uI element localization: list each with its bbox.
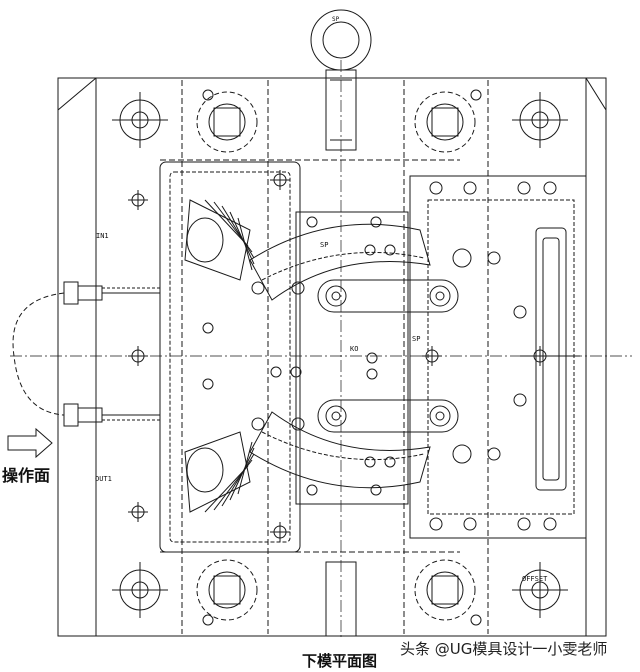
lower-link-arm bbox=[317, 399, 459, 433]
operation-side-label: 操作面 bbox=[2, 466, 51, 485]
left-insert-block bbox=[159, 161, 301, 553]
crosshair-markers bbox=[128, 170, 550, 542]
cooling-connector-in bbox=[63, 281, 160, 305]
guide-pillar-bottom-right bbox=[414, 559, 568, 621]
core-plate bbox=[295, 211, 409, 505]
cooling-connector-out bbox=[63, 403, 160, 427]
watermark: 头条 @UG模具设计一小雯老师 bbox=[400, 640, 608, 658]
wear-plate-slot bbox=[535, 227, 567, 491]
lifting-eyebolt-icon bbox=[310, 9, 372, 151]
upper-arc-slider bbox=[249, 223, 431, 301]
lower-gear-fan bbox=[184, 431, 255, 513]
sp-label-upper: SP bbox=[320, 241, 329, 249]
lower-arc-slider bbox=[249, 411, 431, 489]
offset-label: OFFSET bbox=[522, 575, 548, 583]
screw-holes bbox=[202, 89, 557, 626]
guide-pillar-top-right bbox=[414, 91, 568, 153]
sp-label-right: SP bbox=[412, 335, 421, 343]
outlet-label: OUT1 bbox=[95, 475, 112, 483]
inlet-label: IN1 bbox=[96, 232, 109, 240]
sp-label-eyebolt: SP bbox=[332, 16, 340, 23]
upper-link-arm bbox=[317, 279, 459, 313]
drawing-caption: 下模平面图 bbox=[302, 652, 378, 670]
operation-side-arrow-icon bbox=[7, 427, 53, 459]
guide-pillar-top-left bbox=[112, 91, 258, 153]
ko-label: KO bbox=[350, 345, 359, 353]
guide-pillar-bottom-left bbox=[112, 559, 258, 621]
upper-gear-fan bbox=[184, 199, 255, 281]
cooling-hose bbox=[12, 292, 65, 416]
right-slide-block bbox=[409, 175, 587, 539]
